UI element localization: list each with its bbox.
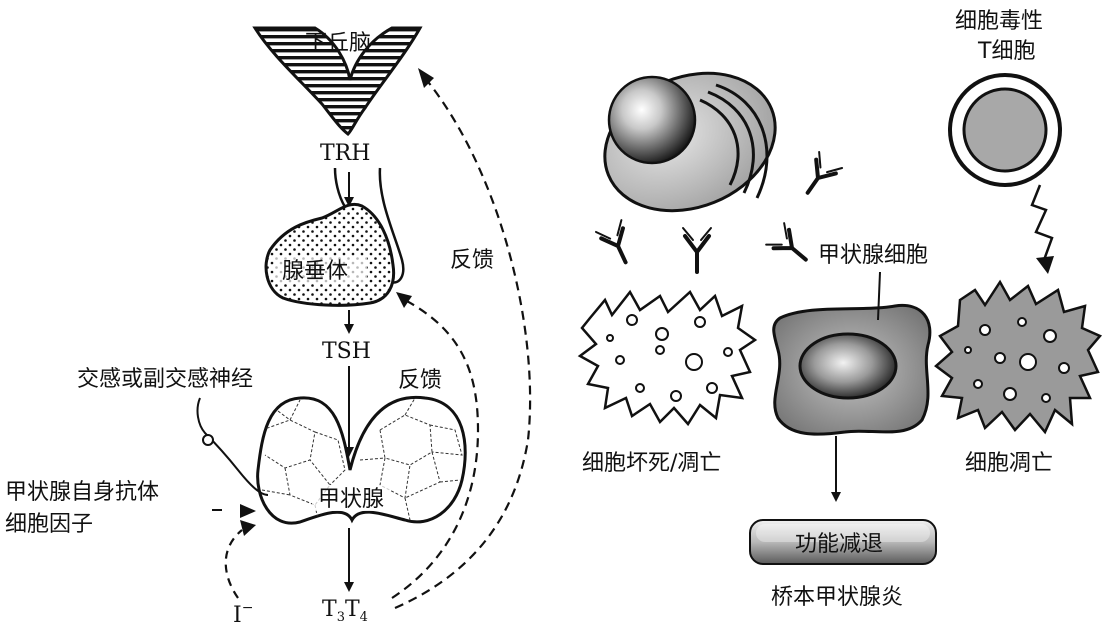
plasma-cell bbox=[603, 71, 777, 213]
iodide-arrow bbox=[224, 529, 243, 599]
function-box bbox=[749, 519, 937, 565]
pituitary-label-backdrop bbox=[275, 257, 367, 283]
thyroid-cell bbox=[772, 303, 932, 436]
antibody-label-line1: 甲状腺自身抗体 bbox=[5, 480, 159, 505]
feedback-arrow-to-pituitary bbox=[391, 299, 480, 599]
left-panel: 下丘脑 TRH 腺垂体 TSH bbox=[5, 26, 532, 628]
feedback-arrowhead-pituitary bbox=[396, 292, 412, 308]
pituitary-stalk-right bbox=[378, 167, 405, 284]
nerve-label: 交感或副交感神经 bbox=[77, 367, 253, 392]
antibody-2-icon bbox=[682, 227, 712, 274]
ctl-label-line1: 细胞毒性 bbox=[955, 9, 1043, 34]
hypothalamus-shape bbox=[252, 26, 423, 136]
feedback-arrow-to-hypothalamus bbox=[394, 77, 532, 610]
iodide-label: I− bbox=[233, 600, 253, 628]
hypothalamus-label: 下丘脑 bbox=[305, 31, 371, 56]
lightning-arrowhead bbox=[1036, 256, 1054, 274]
necrosis-label: 细胞坏死/凋亡 bbox=[582, 451, 721, 476]
antibodies bbox=[595, 150, 844, 274]
trh-label: TRH bbox=[320, 141, 370, 166]
cytotoxic-t-cell bbox=[948, 73, 1062, 187]
antibody-1-icon bbox=[595, 219, 628, 265]
iodide-arrowhead bbox=[240, 520, 256, 536]
right-panel: 细胞毒性 T细胞 细胞坏死/凋亡 bbox=[577, 9, 1103, 610]
ctl-label-line2: T细胞 bbox=[977, 39, 1035, 64]
nerve-line bbox=[196, 397, 269, 496]
thyroid-cell-pointer bbox=[877, 271, 881, 321]
antibody-arrowhead bbox=[240, 504, 256, 518]
apoptotic-cell bbox=[934, 279, 1103, 435]
antibody-3-icon bbox=[805, 150, 844, 195]
lightning-bolt-icon bbox=[1030, 184, 1054, 261]
pituitary-stalk-left bbox=[333, 167, 347, 208]
necrotic-cell bbox=[577, 289, 758, 427]
antibody-4-icon bbox=[765, 222, 808, 262]
feedback-label-inner: 反馈 bbox=[398, 368, 442, 393]
pituitary-label: 腺垂体 bbox=[282, 259, 348, 284]
thyroid-label: 甲状腺 bbox=[318, 487, 384, 512]
feedback-arrowhead-hypothalamus bbox=[418, 68, 434, 88]
nerve-ending-icon bbox=[202, 434, 214, 446]
function-box-highlight bbox=[756, 524, 930, 542]
thyroid-gland: 甲状腺 bbox=[256, 395, 467, 525]
t3t4-label: T3T4 bbox=[322, 597, 368, 625]
function-box-label: 功能减退 bbox=[795, 532, 883, 557]
tsh-label: TSH bbox=[322, 339, 371, 364]
disease-label: 桥本甲状腺炎 bbox=[771, 585, 903, 610]
feedback-label-outer: 反馈 bbox=[450, 248, 494, 273]
pituitary-shape bbox=[264, 203, 396, 307]
thyroid-cell-label: 甲状腺细胞 bbox=[818, 243, 928, 268]
antibody-label-line2: 细胞因子 bbox=[5, 512, 93, 537]
apoptosis-label: 细胞凋亡 bbox=[965, 451, 1053, 476]
